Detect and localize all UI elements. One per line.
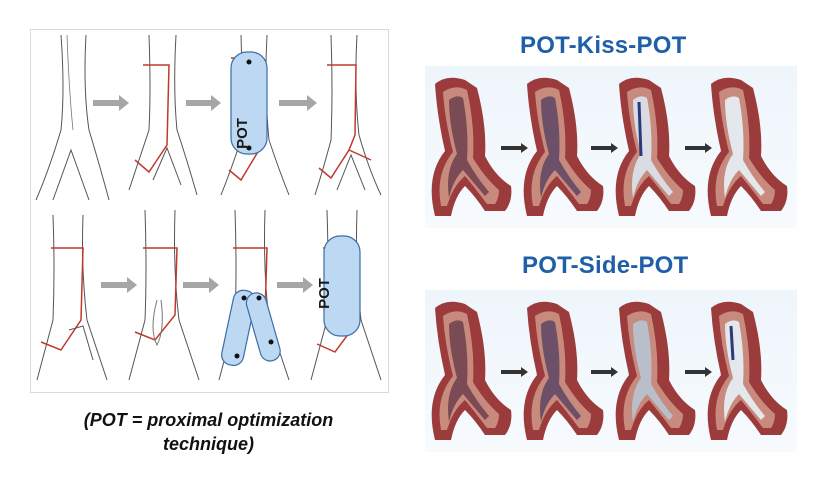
arrow-right-icon <box>591 143 618 153</box>
pot-side-pot-title: POT-Side-POT <box>522 252 689 279</box>
row2-step3-kiss <box>218 209 290 381</box>
vessel-bifurcation-icon <box>523 301 604 440</box>
row1-step4 <box>314 34 382 196</box>
vessel-bifurcation-icon <box>431 301 512 440</box>
pot-side-pot-sequence <box>425 290 797 452</box>
balloon-icon <box>323 235 361 337</box>
pot-kiss-pot-title: POT-Kiss-POT <box>520 32 687 59</box>
balloon-icon <box>221 289 256 367</box>
arrow-right-icon <box>277 277 313 293</box>
arrow-right-icon <box>186 95 221 111</box>
arrow-right-icon <box>501 143 528 153</box>
pot-kiss-pot-sequence <box>425 66 797 228</box>
balloon-icon <box>230 51 268 155</box>
vessel-bifurcation-icon <box>431 77 512 216</box>
row1-step1 <box>35 34 110 201</box>
pot-schematic-drawing <box>35 34 382 381</box>
row2-step4-pot <box>310 209 382 381</box>
vessel-bifurcation-icon <box>615 77 696 216</box>
arrow-right-icon <box>685 367 712 377</box>
row2-step1 <box>36 214 108 381</box>
row2-step2 <box>128 209 200 381</box>
vessel-bifurcation-icon <box>523 77 604 216</box>
vessel-bifurcation-icon <box>615 301 696 440</box>
pot-label-row2: POT <box>315 278 333 309</box>
arrow-right-icon <box>591 367 618 377</box>
pot-definition-caption: (POT = proximal optimization technique) <box>30 408 387 456</box>
arrow-right-icon <box>685 143 712 153</box>
pot-schematic-panel: POT POT <box>30 29 389 393</box>
arrow-right-icon <box>101 277 137 293</box>
arrow-right-icon <box>501 367 528 377</box>
vessel-bifurcation-icon <box>707 77 788 216</box>
caption-line-1: (POT = proximal optimization <box>83 410 334 430</box>
arrow-right-icon <box>279 95 317 111</box>
row1-step2 <box>128 34 198 196</box>
row1-step3-pot <box>220 34 290 196</box>
arrow-right-icon <box>93 95 129 111</box>
arrow-right-icon <box>183 277 219 293</box>
caption-line-2: technique) <box>162 434 254 454</box>
pot-label-row1: POT <box>233 118 251 149</box>
vessel-bifurcation-icon <box>707 301 788 440</box>
